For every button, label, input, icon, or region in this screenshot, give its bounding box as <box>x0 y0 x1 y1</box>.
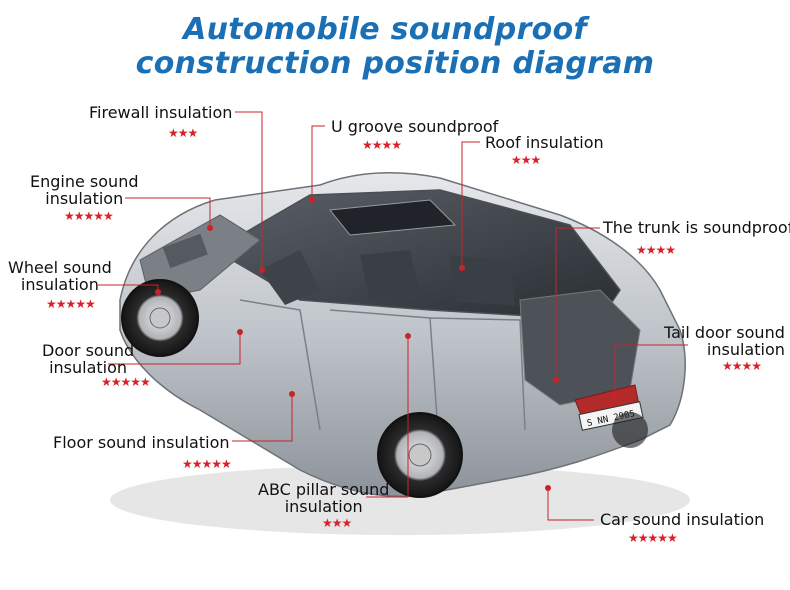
callout-door-stars: ★★★★★ <box>101 375 151 389</box>
sunroof <box>329 199 457 236</box>
callout-roof-label: Roof insulation <box>485 133 604 152</box>
far-rear-wheel <box>612 412 648 448</box>
interior-seats <box>260 250 320 305</box>
callout-abc-pillar-stars: ★★★ <box>322 516 352 530</box>
callout-wheel-label: Wheel sound insulation <box>8 258 112 294</box>
leader-dots <box>155 197 618 491</box>
callout-engine-label: Engine sound insulation <box>30 172 139 208</box>
callout-door-label: Door sound insulation <box>42 341 135 377</box>
callout-trunk-label: The trunk is soundproof <box>603 218 790 237</box>
callout-firewall-label: Firewall insulation <box>89 103 233 122</box>
callout-abc-pillar-label: ABC pillar sound insulation <box>258 480 390 516</box>
callout-floor-label: Floor sound insulation <box>53 433 230 452</box>
callout-firewall-stars: ★★★ <box>168 126 198 140</box>
callout-floor-stars: ★★★★★ <box>182 457 232 471</box>
callout-trunk-stars: ★★★★ <box>636 243 676 257</box>
license-plate <box>578 401 644 431</box>
callout-tail-door-stars: ★★★★ <box>722 359 762 373</box>
callout-wheel-stars: ★★★★★ <box>46 297 96 311</box>
callout-roof-stars: ★★★ <box>511 153 541 167</box>
leader-lines <box>98 111 688 521</box>
ground-shadow <box>110 465 690 535</box>
callout-tail-door-label: Tail door sound insulation <box>664 323 785 359</box>
diagram-title-line1: Automobile soundproof <box>183 12 587 47</box>
door-lines <box>239 299 526 461</box>
callout-car-label: Car sound insulation <box>600 510 765 529</box>
diagram-title-line2: construction position diagram <box>135 46 655 81</box>
callout-engine-stars: ★★★★★ <box>64 209 114 223</box>
callout-u-groove-label: U groove soundproof <box>331 117 499 136</box>
callout-u-groove-stars: ★★★★ <box>362 138 402 152</box>
callout-car-stars: ★★★★★ <box>628 531 678 545</box>
